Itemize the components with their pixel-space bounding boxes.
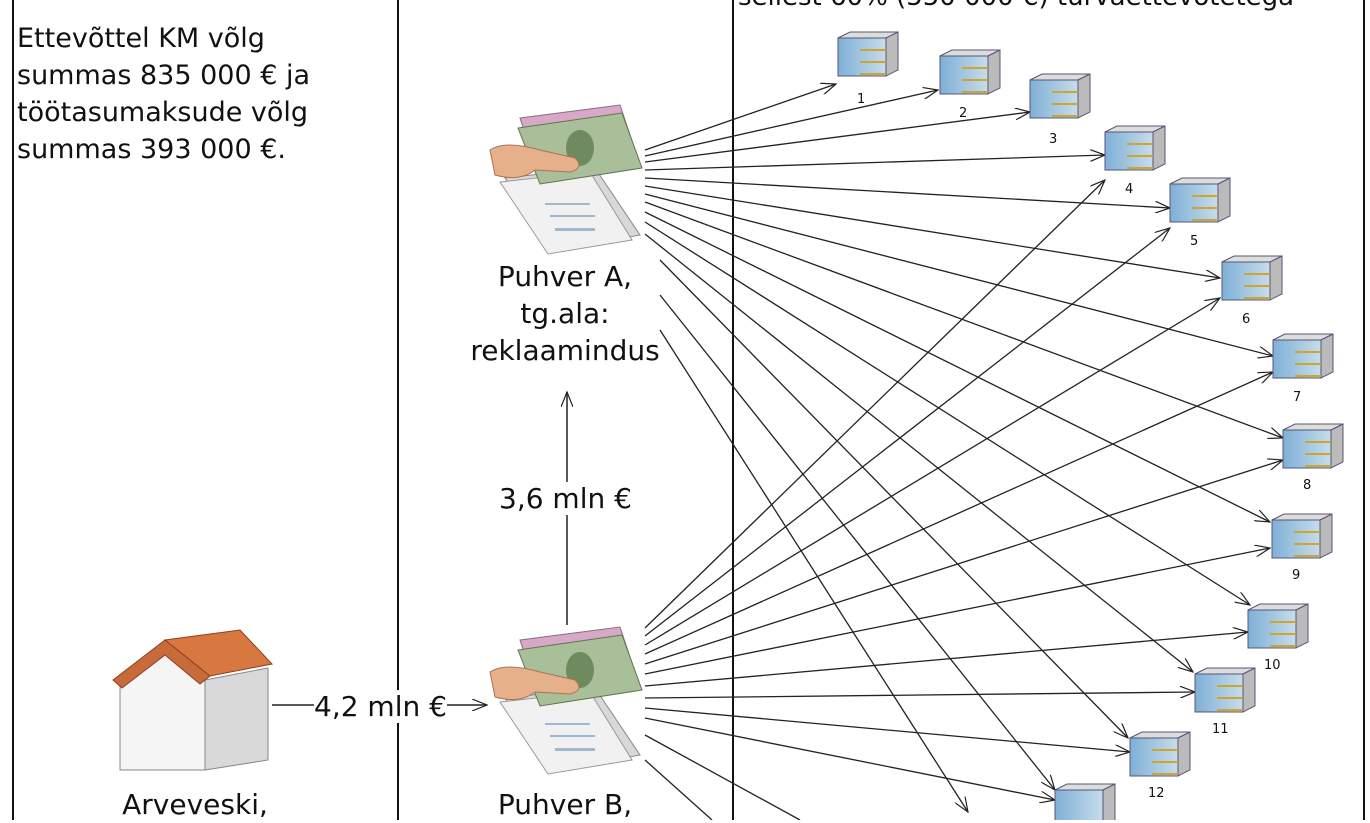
company-building-1: [837, 31, 899, 77]
company-number-3: 3: [1049, 132, 1058, 147]
puhver-b-money-icon: [489, 626, 643, 775]
company-building-6: [1221, 255, 1283, 301]
flow-house-to-b-amount: 4,2 mln €: [314, 690, 447, 723]
puhver-a-label: Puhver A, tg.ala: reklaamindus: [470, 260, 660, 367]
company-number-4: 4: [1125, 182, 1134, 197]
company-building-12: [1129, 731, 1191, 777]
puhver-b-label: Puhver B,: [497, 788, 633, 821]
company-building-10: [1247, 603, 1309, 649]
company-number-9: 9: [1292, 568, 1301, 583]
company-building-13: [1054, 783, 1116, 820]
intro-debt-text: Ettevõttel KM võlg summas 835 000 € ja t…: [17, 23, 311, 165]
company-number-6: 6: [1242, 312, 1251, 327]
company-number-7: 7: [1293, 390, 1302, 405]
company-building-2: [939, 49, 1001, 95]
flow-b-to-a-amount: 3,6 mln €: [495, 482, 636, 515]
company-building-9: [1271, 513, 1333, 559]
arrows-from-puhver-b: [644, 180, 1283, 820]
house-label: Arveveski,: [122, 788, 268, 821]
company-building-5: [1169, 177, 1231, 223]
puhver-a-money-icon: [489, 104, 643, 255]
company-number-11: 11: [1212, 722, 1229, 737]
company-number-5: 5: [1190, 234, 1199, 249]
company-number-8: 8: [1303, 478, 1312, 493]
company-number-10: 10: [1264, 658, 1281, 673]
company-number-12: 12: [1148, 786, 1165, 801]
company-building-8: [1282, 423, 1344, 469]
header-text: sellest 60% (550 000 €) turvaettevõteteg…: [738, 0, 1294, 12]
company-building-4: [1104, 125, 1166, 171]
company-building-7: [1272, 333, 1334, 379]
house-icon: [112, 629, 273, 771]
company-number-2: 2: [959, 106, 968, 121]
company-buildings: [837, 31, 1344, 820]
company-number-1: 1: [857, 92, 866, 107]
company-building-11: [1194, 667, 1256, 713]
company-building-3: [1029, 73, 1091, 119]
